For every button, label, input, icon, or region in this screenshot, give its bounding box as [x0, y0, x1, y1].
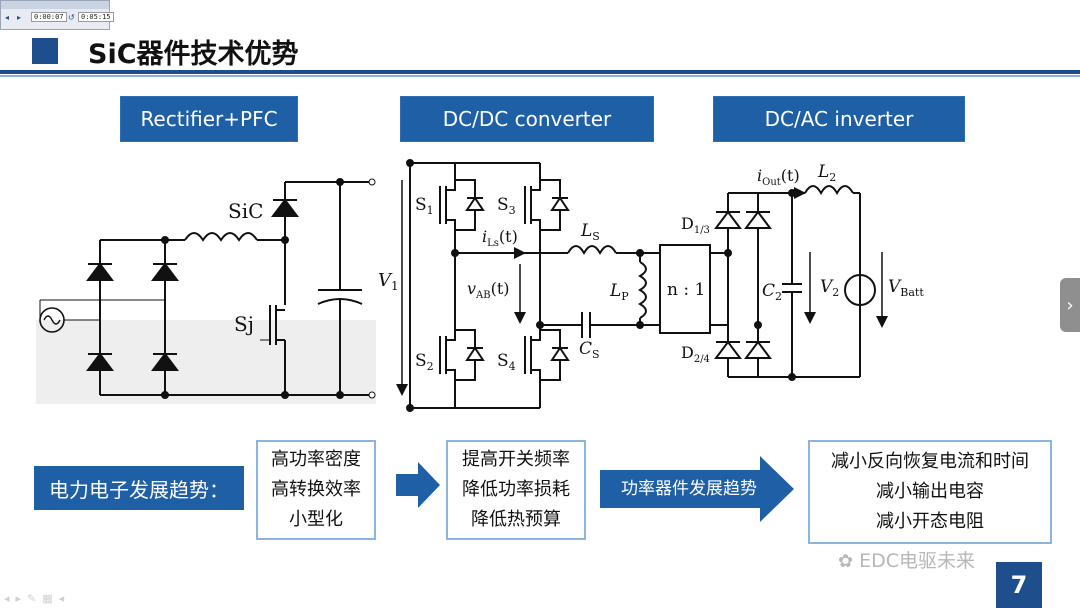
trend-item: 提高开关频率 [462, 449, 570, 470]
trend-item: 高功率密度 [271, 449, 361, 470]
device-trend-arrow [600, 456, 794, 522]
header-dcac-inverter: DC/AC inverter [713, 96, 965, 142]
label-s4: S4 [497, 351, 516, 373]
label-v2: V2 [820, 277, 839, 299]
label-lp: LP [609, 281, 629, 303]
label-ils: iLs(t) [482, 227, 518, 249]
title-underline [0, 70, 1080, 74]
header-rectifier-pfc: Rectifier+PFC [120, 96, 298, 142]
label-s3: S3 [497, 195, 516, 217]
header-dcdc-converter: DC/DC converter [400, 96, 654, 142]
power-electronics-trend-label: 电力电子发展趋势： [34, 466, 244, 510]
trend-item: 降低热预算 [471, 509, 561, 530]
trend-box-2: 提高开关频率 降低功率损耗 降低热预算 [446, 440, 586, 540]
total-time: 0:05:15 [78, 12, 114, 22]
loop-icon[interactable]: ↺ [68, 13, 75, 22]
wechat-icon: ✿ [838, 551, 854, 572]
player-title-bar [1, 1, 109, 9]
prev-icon[interactable]: ◂ [5, 13, 10, 22]
trend-box-3: 减小反向恢复电流和时间 减小输出电容 减小开态电阻 [808, 440, 1052, 544]
label-d24: D2/4 [681, 343, 710, 365]
label-iout: iOut(t) [757, 166, 800, 188]
watermark-text: EDC电驱未来 [859, 550, 976, 572]
trend-item: 降低功率损耗 [462, 479, 570, 500]
label-vbatt: VBatt [888, 277, 924, 299]
next-icon[interactable]: ▸ [17, 13, 22, 22]
label-s1: S1 [415, 195, 434, 217]
title-accent-square [32, 38, 58, 64]
presenter-toolbar-icons[interactable]: ◂▸✎▦◂ [4, 592, 71, 605]
media-player-controls[interactable]: ◂ ▸ 0:00:07 ↺ 0:05:15 [0, 0, 114, 30]
title-underline-light [0, 75, 1080, 77]
dcdc-converter-circuit [396, 159, 728, 412]
next-slide-button[interactable]: › [1060, 278, 1080, 332]
label-v1: V1 [378, 270, 399, 293]
page-number: 7 [996, 562, 1042, 608]
device-trend-label: 功率器件发展趋势 [621, 479, 757, 499]
trend-item: 减小输出电容 [876, 481, 984, 502]
label-vab: vAB(t) [467, 279, 510, 301]
label-l2: L2 [817, 162, 836, 184]
trend-item: 减小开态电阻 [876, 511, 984, 532]
trend-item: 高转换效率 [271, 479, 361, 500]
label-ratio: n : 1 [667, 280, 705, 300]
label-s2: S2 [415, 351, 434, 373]
current-time: 0:00:07 [31, 12, 67, 22]
trend-box-1: 高功率密度 高转换效率 小型化 [256, 440, 376, 540]
trend-item: 减小反向恢复电流和时间 [831, 451, 1029, 472]
label-sj: Sj [234, 312, 254, 336]
label-cs: CS [579, 339, 600, 361]
label-ls: LS [580, 221, 600, 243]
label-d13: D1/3 [681, 214, 710, 236]
rectifier-pfc-circuit [36, 178, 376, 404]
trend-item: 小型化 [289, 509, 343, 530]
chevron-right-icon: › [1066, 294, 1074, 316]
slide-title: SiC器件技术优势 [88, 39, 299, 70]
watermark: ✿ EDC电驱未来 [838, 546, 975, 573]
arrow-right-icon [396, 462, 440, 508]
circuit-diagrams: SiC Sj [36, 159, 924, 412]
dcac-inverter-circuit [714, 185, 888, 381]
label-sic: SiC [228, 199, 263, 223]
label-c2: C2 [762, 281, 782, 303]
